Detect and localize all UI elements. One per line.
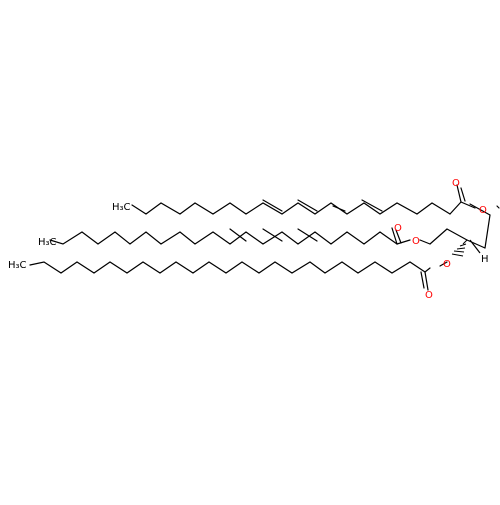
methyl-chain-2: H₃C (38, 237, 57, 248)
hydrogen-stereo: H (481, 254, 489, 265)
methyl-chain-1: H₃C (112, 202, 131, 213)
stereo-hash-wedge (451, 239, 468, 257)
oxygen-ester-3: O (443, 259, 451, 270)
oxygen-carbonyl-1: O (452, 178, 460, 189)
bond-layer (29, 184, 500, 291)
methyl-chain-3: H₃C (8, 260, 27, 271)
bond-ch-h (469, 239, 481, 254)
oxygen-ester-2: O (412, 236, 420, 247)
oxygen-carbonyl-3: O (425, 290, 433, 301)
oxygen-carbonyl-2: O (394, 223, 402, 234)
oxygen-ester-1: O (479, 205, 487, 216)
